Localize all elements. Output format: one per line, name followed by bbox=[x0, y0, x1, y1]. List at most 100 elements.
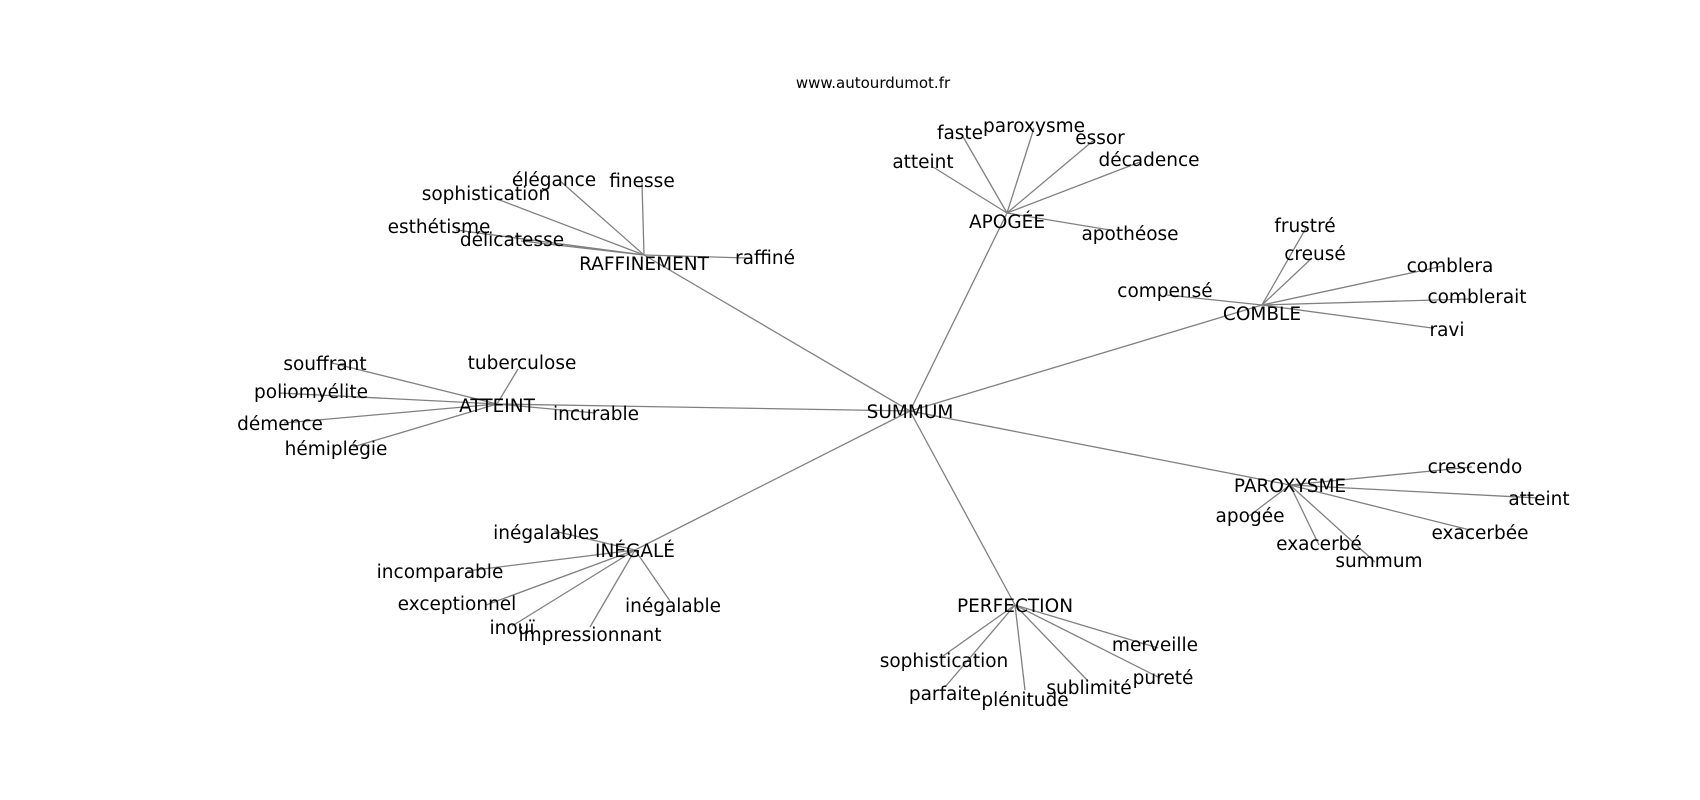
word-label-comble-1: creusé bbox=[1284, 244, 1346, 265]
word-label-perfection-0: merveille bbox=[1112, 635, 1198, 656]
edge-center-atteint bbox=[496, 403, 911, 412]
edge-perfection-2 bbox=[1014, 604, 1161, 679]
word-label-inegale-5: impressionnant bbox=[519, 625, 662, 646]
edge-perfection-4 bbox=[944, 604, 1016, 688]
edge-atteint-0 bbox=[331, 362, 498, 405]
word-label-perfection-1: sophistication bbox=[880, 651, 1009, 672]
hub-label-paroxysme: PAROXYSME bbox=[1234, 476, 1346, 497]
word-label-atteint-3: démence bbox=[237, 414, 323, 435]
word-label-paroxysme-0: crescendo bbox=[1428, 457, 1523, 478]
edge-paroxysme-4 bbox=[1289, 484, 1320, 546]
edge-center-inegale bbox=[634, 410, 911, 551]
graph-edges bbox=[279, 127, 1539, 691]
word-label-inegale-1: incomparable bbox=[377, 562, 504, 583]
edge-paroxysme-0 bbox=[1289, 466, 1473, 486]
edge-paroxysme-2 bbox=[1248, 484, 1291, 517]
hub-label-apogee: APOGÉE bbox=[969, 211, 1045, 233]
word-label-inegale-4: inouï bbox=[489, 618, 535, 639]
word-label-inegale-3: inégalable bbox=[625, 596, 721, 617]
edge-comble-4 bbox=[1261, 298, 1471, 306]
word-label-apogee-1: paroxysme bbox=[983, 116, 1085, 137]
word-label-apogee-3: atteint bbox=[892, 152, 953, 173]
word-label-raffinement-0: élégance bbox=[512, 170, 596, 191]
edge-raffinement-2 bbox=[496, 198, 645, 256]
edge-raffinement-1 bbox=[641, 182, 645, 256]
edge-apogee-2 bbox=[1006, 139, 1095, 214]
edge-inegale-2 bbox=[485, 549, 636, 606]
edge-perfection-0 bbox=[1014, 604, 1159, 649]
word-label-atteint-0: souffrant bbox=[283, 354, 366, 375]
edge-atteint-4 bbox=[352, 403, 498, 448]
edge-comble-0 bbox=[1261, 227, 1307, 306]
edge-raffinement-5 bbox=[643, 254, 748, 259]
word-label-paroxysme-3: exacerbée bbox=[1431, 523, 1528, 544]
hub-label-atteint: ATTEINT bbox=[459, 396, 535, 417]
edge-atteint-2 bbox=[279, 392, 498, 405]
word-label-raffinement-1: finesse bbox=[609, 171, 674, 192]
word-label-atteint-1: tuberculose bbox=[468, 353, 577, 374]
word-label-perfection-3: sublimité bbox=[1046, 678, 1131, 699]
edge-atteint-3 bbox=[283, 403, 498, 424]
word-label-atteint-4: hémiplégie bbox=[285, 439, 388, 460]
edge-inegale-1 bbox=[466, 549, 636, 572]
word-label-apogee-2: essor bbox=[1075, 128, 1125, 149]
word-label-inegale-2: exceptionnel bbox=[398, 594, 517, 615]
edge-inegale-4 bbox=[511, 549, 636, 627]
edge-center-comble bbox=[909, 304, 1263, 412]
word-label-atteint-5: incurable bbox=[553, 404, 639, 425]
word-label-atteint-2: poliomyélite bbox=[254, 382, 368, 403]
hub-label-perfection: PERFECTION bbox=[957, 596, 1073, 617]
word-label-perfection-5: plénitude bbox=[981, 690, 1068, 711]
hub-label-inegale: INÉGALÉ bbox=[595, 540, 675, 562]
word-label-paroxysme-4: exacerbé bbox=[1276, 534, 1362, 555]
edge-apogee-4 bbox=[1006, 161, 1141, 214]
word-label-paroxysme-1: atteint bbox=[1508, 489, 1569, 510]
edge-center-paroxysme bbox=[909, 410, 1291, 486]
edge-perfection-3 bbox=[1014, 604, 1089, 682]
word-label-perfection-2: pureté bbox=[1133, 668, 1194, 689]
edge-comble-3 bbox=[1166, 294, 1263, 306]
word-label-comble-5: ravi bbox=[1429, 320, 1464, 341]
hub-label-comble: COMBLE bbox=[1223, 304, 1301, 325]
edge-apogee-0 bbox=[961, 134, 1008, 214]
edge-inegale-5 bbox=[589, 549, 636, 628]
word-label-comble-4: comblerait bbox=[1427, 287, 1526, 308]
edge-paroxysme-1 bbox=[1289, 484, 1539, 499]
word-label-comble-0: frustré bbox=[1274, 216, 1335, 237]
word-label-perfection-4: parfaite bbox=[909, 684, 981, 705]
center-node-label: SUMMUM bbox=[867, 402, 954, 423]
word-label-raffinement-4: délicatesse bbox=[460, 230, 564, 251]
edge-paroxysme-3 bbox=[1289, 484, 1471, 531]
edge-perfection-5 bbox=[1014, 604, 1026, 691]
edge-raffinement-0 bbox=[558, 179, 645, 256]
edge-atteint-5 bbox=[496, 403, 596, 414]
edge-apogee-3 bbox=[932, 166, 1008, 214]
word-label-inegale-0: inégalables bbox=[493, 523, 599, 544]
edge-comble-2 bbox=[1261, 265, 1444, 306]
edge-comble-5 bbox=[1261, 304, 1433, 329]
word-label-paroxysme-2: apogée bbox=[1216, 506, 1285, 527]
edge-perfection-1 bbox=[942, 604, 1016, 657]
word-label-raffinement-3: esthétisme bbox=[388, 217, 491, 238]
word-label-apogee-4: décadence bbox=[1098, 150, 1199, 171]
edge-paroxysme-5 bbox=[1289, 484, 1376, 563]
word-label-comble-2: comblera bbox=[1407, 256, 1494, 277]
word-label-paroxysme-5: summum bbox=[1335, 551, 1422, 572]
word-label-apogee-5: apothéose bbox=[1081, 224, 1178, 245]
word-label-apogee-0: faste bbox=[937, 123, 983, 144]
edge-comble-1 bbox=[1261, 257, 1313, 306]
edge-center-apogee bbox=[909, 212, 1008, 412]
edge-atteint-1 bbox=[496, 368, 519, 405]
word-label-comble-3: compensé bbox=[1117, 281, 1212, 302]
edge-apogee-5 bbox=[1006, 212, 1111, 231]
edge-inegale-0 bbox=[553, 530, 636, 551]
edge-apogee-1 bbox=[1006, 127, 1035, 214]
watermark: www.autourdumot.fr bbox=[796, 74, 951, 92]
word-label-raffinement-5: raffiné bbox=[735, 248, 795, 269]
edge-center-raffinement bbox=[643, 254, 911, 412]
edge-center-perfection bbox=[909, 410, 1016, 606]
word-label-raffinement-2: sophistication bbox=[422, 184, 551, 205]
edge-raffinement-4 bbox=[520, 240, 645, 256]
edge-inegale-3 bbox=[634, 549, 671, 602]
